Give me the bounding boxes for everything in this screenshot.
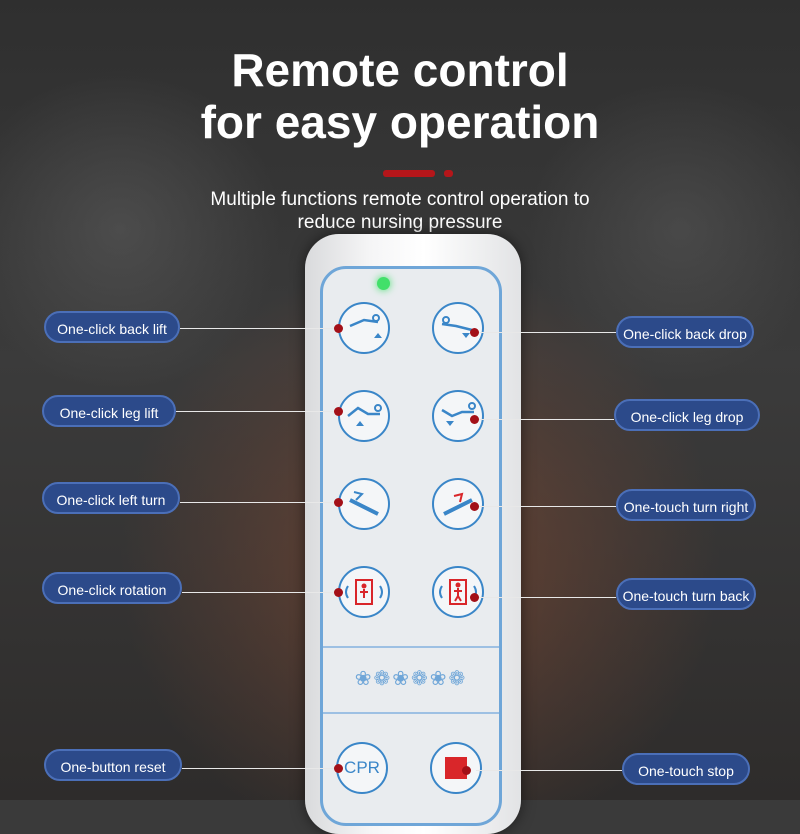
- connector-back-drop: [476, 332, 616, 333]
- rotation-icon: [345, 579, 383, 605]
- subtitle-line-1: Multiple functions remote control operat…: [210, 189, 590, 210]
- marker-dot-stop: [462, 766, 471, 775]
- cpr-reset-button[interactable]: CPR: [336, 742, 388, 794]
- page-title: Remote control for easy operation: [0, 44, 800, 148]
- turn-right-button[interactable]: [432, 478, 484, 530]
- connector-turn-back: [476, 597, 616, 598]
- left-turn-icon: [349, 491, 379, 516]
- connector-rotation: [182, 592, 338, 593]
- marker-dot-leg-lift: [334, 407, 343, 416]
- label-back-drop: One-click back drop: [616, 316, 754, 348]
- label-leg-drop: One-click leg drop: [614, 399, 760, 431]
- label-reset: One-button reset: [44, 749, 182, 781]
- cpr-label: CPR: [344, 758, 380, 777]
- marker-dot-back-lift: [334, 324, 343, 333]
- leg-lift-button[interactable]: [338, 390, 390, 442]
- label-turn-right: One-touch turn right: [616, 489, 756, 521]
- label-left-turn: One-click left turn: [42, 482, 180, 514]
- label-stop: One-touch stop: [622, 753, 750, 785]
- marker-dot-turn-right: [470, 502, 479, 511]
- label-back-lift: One-click back lift: [44, 311, 180, 343]
- subtitle-line-2: reduce nursing pressure: [297, 212, 503, 233]
- marker-dot-back-drop: [470, 328, 479, 337]
- connector-leg-drop: [476, 419, 614, 420]
- connector-reset: [182, 768, 338, 769]
- panel-divider-bottom: [323, 712, 499, 714]
- connector-leg-lift: [176, 411, 338, 412]
- decorative-pattern: ❀❁❀❁❀❁: [354, 668, 468, 690]
- back-lift-button[interactable]: [338, 302, 390, 354]
- accent-bar: [383, 170, 435, 177]
- marker-dot-turn-back: [470, 593, 479, 602]
- back-drop-icon: [441, 316, 473, 338]
- title-line-1: Remote control: [231, 44, 569, 96]
- title-line-2: for easy operation: [200, 96, 600, 148]
- label-leg-lift: One-click leg lift: [42, 395, 176, 427]
- label-rotation: One-click rotation: [42, 572, 182, 604]
- subtitle: Multiple functions remote control operat…: [0, 188, 800, 234]
- accent-dot: [444, 170, 453, 177]
- marker-dot-leg-drop: [470, 415, 479, 424]
- marker-dot-left-turn: [334, 498, 343, 507]
- connector-left-turn: [180, 502, 338, 503]
- leg-lift-icon: [347, 404, 382, 426]
- power-led-indicator: [377, 277, 390, 290]
- left-turn-button[interactable]: [338, 478, 390, 530]
- leg-drop-icon: [441, 402, 476, 426]
- rotation-button[interactable]: [338, 566, 390, 618]
- turn-back-icon: [439, 579, 477, 605]
- connector-back-lift: [180, 328, 338, 329]
- panel-divider-top: [323, 646, 499, 648]
- stop-button[interactable]: [430, 742, 482, 794]
- label-turn-back: One-touch turn back: [616, 578, 756, 610]
- back-lift-icon: [349, 314, 382, 338]
- turn-right-icon: [443, 492, 473, 516]
- marker-dot-rotation: [334, 588, 343, 597]
- marker-dot-reset: [334, 764, 343, 773]
- turn-back-button[interactable]: [432, 566, 484, 618]
- connector-turn-right: [476, 506, 616, 507]
- connector-stop: [476, 770, 622, 771]
- remote-button-panel: [320, 266, 502, 826]
- stop-square-icon: [445, 757, 467, 779]
